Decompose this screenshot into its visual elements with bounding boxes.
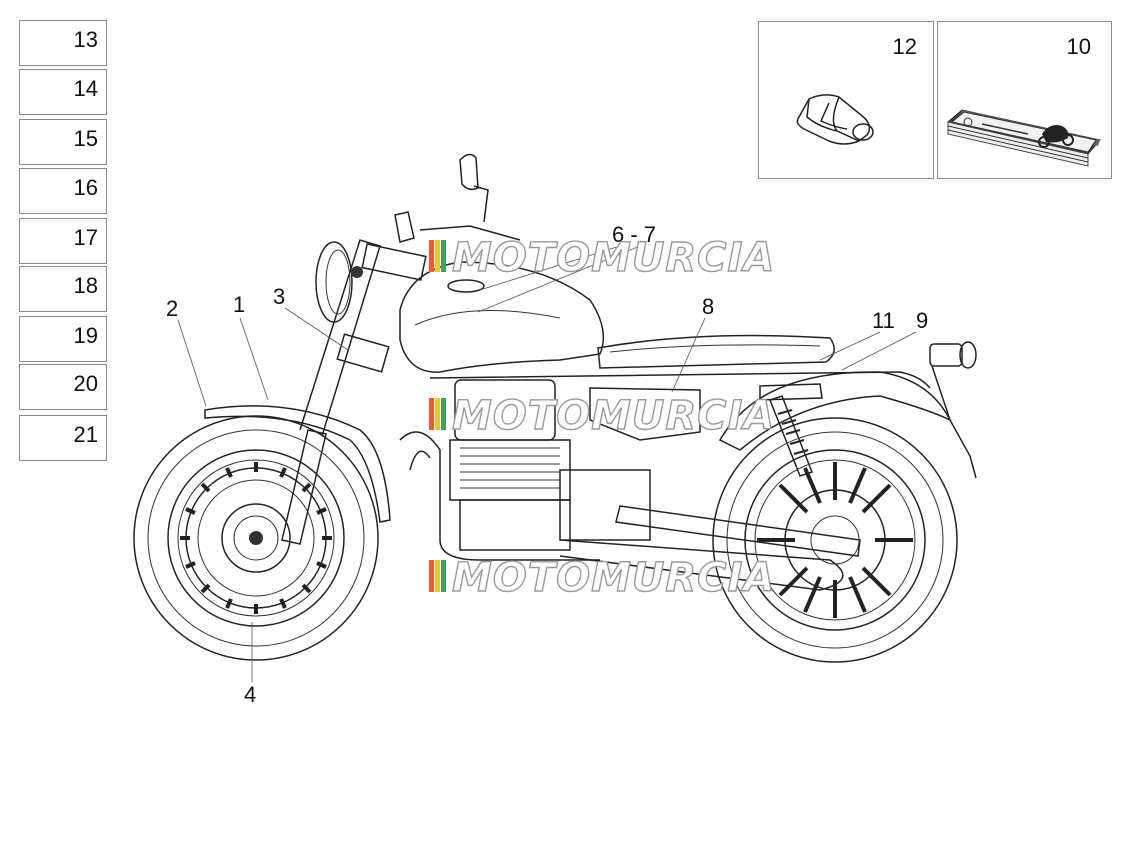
code-box-label: 13 xyxy=(73,27,98,52)
patch-roll-icon xyxy=(796,94,874,145)
callout-9: 9 xyxy=(916,308,928,333)
front-fork xyxy=(281,239,427,545)
callout-4: 4 xyxy=(244,682,256,707)
code-box-13: 13 xyxy=(19,20,107,66)
code-box-label: 15 xyxy=(73,126,98,151)
callout-11: 11 xyxy=(872,308,895,333)
code-box-label: 21 xyxy=(73,422,98,447)
front-wheel xyxy=(133,415,379,661)
code-box-17: 17 xyxy=(19,218,107,264)
leader-lines xyxy=(177,245,917,682)
watermark-text: MOTOMURCIA xyxy=(452,393,775,439)
code-box-label: 20 xyxy=(73,371,98,396)
code-box-label: 18 xyxy=(73,273,98,298)
owner-manual-icon xyxy=(946,109,1101,167)
code-box-14: 14 xyxy=(19,69,107,115)
engine xyxy=(399,379,651,561)
code-box-label: 14 xyxy=(73,76,98,101)
inset-label: 12 xyxy=(892,34,917,59)
inset-box-10: 10 xyxy=(937,21,1112,179)
inset-label: 10 xyxy=(1066,34,1091,59)
code-box-label: 16 xyxy=(73,175,98,200)
watermark-logo: MOTOMURCIA xyxy=(429,392,775,440)
callout-6-7: 6 - 7 xyxy=(612,222,656,247)
watermark-logo: MOTOMURCIA xyxy=(429,554,775,602)
code-box-label: 17 xyxy=(73,225,98,250)
callout-8: 8 xyxy=(702,294,714,319)
code-box-18: 18 xyxy=(19,266,107,312)
watermark-logo: MOTOMURCIA xyxy=(429,234,775,282)
code-box-16: 16 xyxy=(19,168,107,214)
code-box-15: 15 xyxy=(19,119,107,165)
rear-wheel xyxy=(712,417,958,663)
watermark-text: MOTOMURCIA xyxy=(452,555,775,601)
code-box-20: 20 xyxy=(19,364,107,410)
code-box-label: 19 xyxy=(73,323,98,348)
code-box-19: 19 xyxy=(19,316,107,362)
callout-1: 1 xyxy=(233,292,245,317)
inset-box-12: 12 xyxy=(758,21,934,179)
callout-3: 3 xyxy=(273,284,285,309)
code-box-21: 21 xyxy=(19,415,107,461)
callout-2: 2 xyxy=(166,296,178,321)
watermark-text: MOTOMURCIA xyxy=(452,235,775,281)
